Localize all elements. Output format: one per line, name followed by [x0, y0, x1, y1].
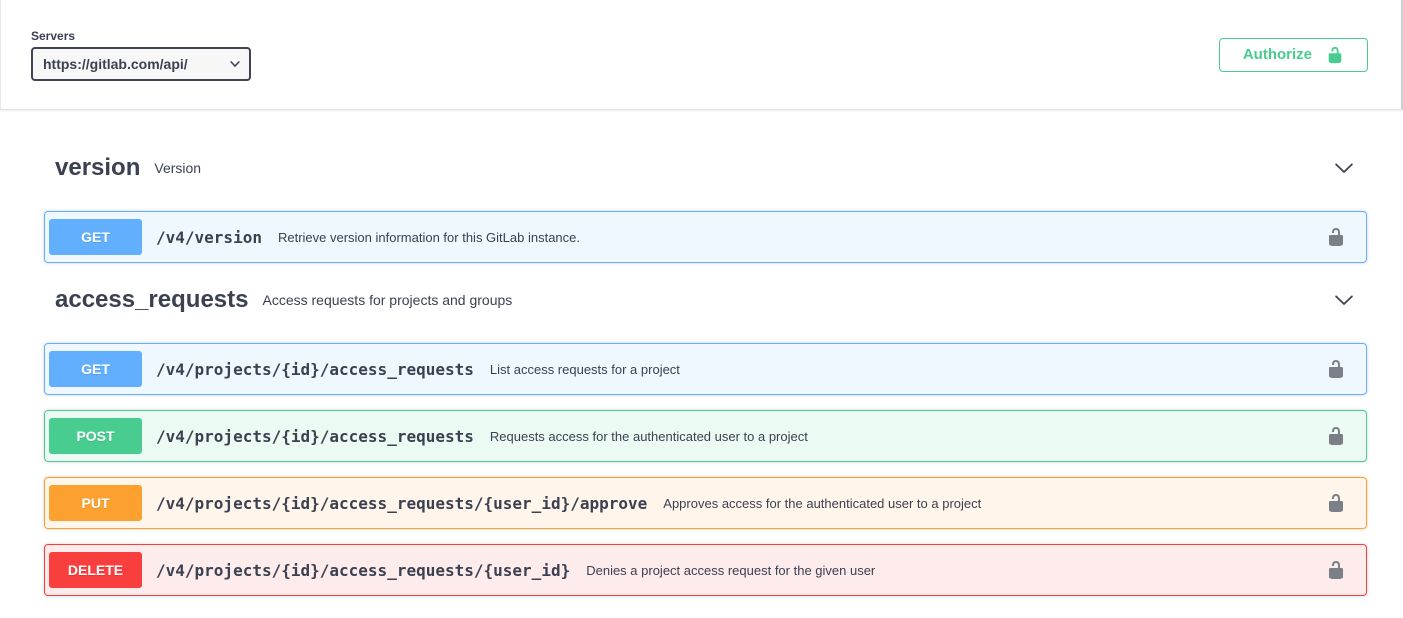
- section-subtitle: Version: [154, 159, 202, 176]
- chevron-down-icon[interactable]: [1333, 157, 1355, 179]
- section-subtitle: Access requests for projects and groups: [262, 291, 513, 308]
- operation-row-get-version[interactable]: GET /v4/version Retrieve version informa…: [44, 211, 1367, 263]
- endpoint-description: Retrieve version information for this Gi…: [277, 229, 580, 245]
- operation-row-post-access-requests[interactable]: POST /v4/projects/{id}/access_requests R…: [44, 410, 1367, 462]
- section-access-requests: access_requests Access requests for proj…: [44, 282, 1367, 596]
- authorize-label: Authorize: [1242, 46, 1312, 63]
- endpoint-path: /v4/projects/{id}/access_requests/{user_…: [156, 560, 571, 580]
- method-badge: GET: [49, 351, 142, 387]
- server-select-wrap: https://gitlab.com/api/: [31, 46, 251, 81]
- unlock-icon: [1326, 46, 1344, 64]
- section-title: version: [55, 153, 141, 181]
- endpoint-path: /v4/projects/{id}/access_requests: [156, 426, 474, 446]
- scheme-container: Servers https://gitlab.com/api/ Authoriz…: [0, 0, 1403, 110]
- servers-block: Servers https://gitlab.com/api/: [31, 29, 251, 81]
- section-header-version[interactable]: version Version: [44, 150, 1367, 185]
- endpoint-description: Denies a project access request for the …: [586, 562, 876, 578]
- lock-icon[interactable]: [1326, 227, 1346, 247]
- method-badge: DELETE: [49, 552, 142, 588]
- section-version: version Version GET /v4/version Retrieve…: [44, 150, 1367, 263]
- servers-label: Servers: [31, 28, 76, 43]
- operation-row-get-access-requests[interactable]: GET /v4/projects/{id}/access_requests Li…: [44, 343, 1367, 395]
- authorize-button[interactable]: Authorize: [1218, 37, 1368, 72]
- endpoint-path: /v4/projects/{id}/access_requests/{user_…: [156, 493, 648, 513]
- lock-icon[interactable]: [1326, 493, 1346, 513]
- endpoint-description: List access requests for a project: [489, 361, 680, 377]
- operation-row-put-approve[interactable]: PUT /v4/projects/{id}/access_requests/{u…: [44, 477, 1367, 529]
- lock-icon[interactable]: [1326, 359, 1346, 379]
- lock-icon[interactable]: [1326, 426, 1346, 446]
- method-badge: POST: [49, 418, 142, 454]
- chevron-down-icon[interactable]: [1333, 289, 1355, 311]
- section-header-access-requests[interactable]: access_requests Access requests for proj…: [44, 282, 1367, 317]
- endpoint-path: /v4/version: [156, 227, 262, 247]
- section-title: access_requests: [55, 285, 249, 313]
- endpoint-description: Requests access for the authenticated us…: [489, 428, 808, 444]
- operations-list: version Version GET /v4/version Retrieve…: [0, 150, 1403, 596]
- method-badge: PUT: [49, 485, 142, 521]
- method-badge: GET: [49, 219, 142, 255]
- endpoint-path: /v4/projects/{id}/access_requests: [156, 359, 474, 379]
- lock-icon[interactable]: [1326, 560, 1346, 580]
- server-select[interactable]: https://gitlab.com/api/: [31, 46, 251, 81]
- operation-row-delete-access-request[interactable]: DELETE /v4/projects/{id}/access_requests…: [44, 544, 1367, 596]
- endpoint-description: Approves access for the authenticated us…: [663, 495, 982, 511]
